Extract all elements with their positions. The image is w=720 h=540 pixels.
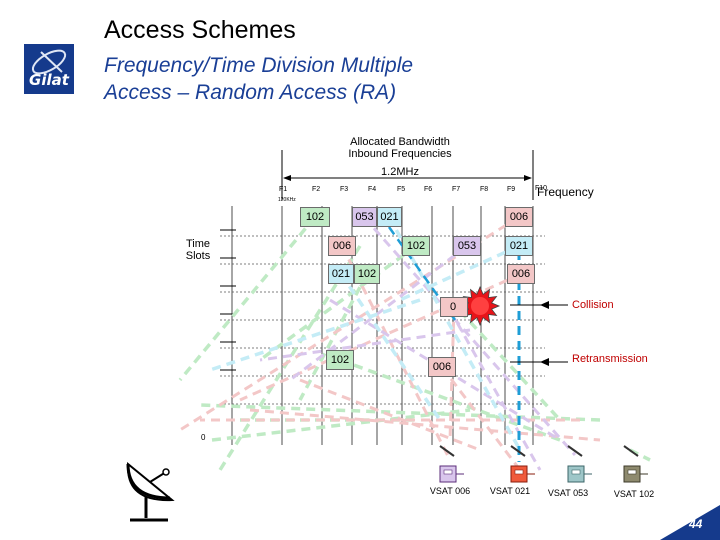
beam-3-1: [399, 244, 520, 302]
packet-102-slot3: 102: [354, 264, 380, 284]
beam-2-3: [259, 328, 471, 362]
hub-tag: 0: [201, 433, 206, 442]
beam-1-6: [249, 408, 601, 442]
collision-label: Collision: [572, 299, 614, 311]
logo-satellite-icon: [31, 49, 67, 75]
vsat-053-label: VSAT 053: [547, 488, 589, 498]
channel-label-f7: F7: [452, 186, 461, 193]
channel-label-f3: F3: [340, 186, 349, 193]
hub-dish-icon: [126, 461, 175, 522]
packet-053-slot2: 053: [453, 236, 481, 256]
subtitle-line-2: Access – Random Access (RA): [104, 81, 397, 104]
packet-102-slot2: 102: [402, 236, 430, 256]
channel-label-f10: F10: [535, 185, 548, 192]
packet-102-slot5: 102: [326, 350, 354, 370]
vsat-102-label: VSAT 102: [613, 489, 655, 499]
page-number: 44: [689, 517, 703, 531]
packet-021-slot1: 021: [377, 207, 402, 227]
beam-0-2: [258, 244, 418, 362]
vsat-2-antenna: [567, 445, 583, 457]
beam-2-0: [362, 216, 577, 456]
subtitle-line-1: Frequency/Time Division Multiple: [104, 54, 414, 77]
channel-label-f4: F4: [368, 186, 377, 193]
vsat-1-antenna: [510, 445, 526, 457]
vsat-006-label: VSAT 006: [429, 486, 471, 496]
beam-2-1: [289, 244, 468, 382]
vsat-3-screen: [627, 469, 637, 475]
bottom-band-background: [0, 505, 720, 540]
packet-006-slot3: 006: [507, 264, 535, 284]
packet-006-slot1: 006: [505, 207, 533, 227]
packet-053-slot1: 053: [352, 207, 377, 227]
logo-text: Gilat: [29, 71, 69, 89]
retransmission-label: Retransmission: [572, 353, 648, 365]
bandwidth-label-line-2: Inbound Frequencies: [348, 148, 452, 160]
vsat-0-antenna: [439, 445, 455, 457]
packet-006-slot5: 006: [428, 357, 456, 377]
collision-core: [471, 297, 489, 315]
beam-0-4: [339, 358, 561, 442]
beam-0-0: [178, 215, 317, 382]
vsat-terminals: [439, 445, 648, 483]
page-corner-tab: [660, 505, 720, 540]
vsat-3-antenna: [623, 445, 639, 457]
dish-rim: [126, 463, 171, 500]
packet-021-slot3: 021: [328, 264, 354, 284]
channel-label-f6: F6: [424, 186, 433, 193]
vsat-0-screen: [443, 469, 453, 475]
beam-0-9: [448, 298, 562, 422]
vsat-1-screen: [514, 469, 524, 475]
channel-width-label: 120KHz: [278, 197, 296, 203]
bandwidth-arrow-right: [524, 175, 532, 181]
callout-arrows: [510, 301, 568, 366]
slide-subtitle: Frequency/Time Division Multiple Access …: [104, 52, 413, 106]
channel-label-f5: F5: [397, 186, 406, 193]
bandwidth-label-line-1: Allocated Bandwidth: [350, 136, 450, 148]
bandwidth-value: 1.2MHz: [381, 166, 419, 178]
beam-0-3: [298, 273, 369, 401]
beam-3-3: [209, 298, 421, 372]
packet-006-slot2: 006: [328, 236, 356, 256]
dish-feed: [162, 468, 170, 476]
frequency-axis-label: Frequency: [537, 185, 594, 199]
channel-label-f9: F9: [507, 186, 516, 193]
packet-collided-slot4: 0: [440, 297, 468, 317]
time-axis-label-line-2: Slots: [185, 250, 211, 262]
vsat-021-label: VSAT 021: [489, 486, 531, 496]
collision-arrow-head: [540, 301, 549, 309]
slide-title: Access Schemes: [104, 16, 296, 44]
channel-label-f8: F8: [480, 186, 489, 193]
bandwidth-label: Allocated Bandwidth Inbound Frequencies: [330, 136, 470, 160]
beam-1-5: [299, 378, 481, 452]
packet-102-slot1: 102: [300, 207, 330, 227]
bottom-band: [0, 505, 720, 540]
gilat-logo: Gilat: [24, 44, 74, 94]
time-axis-label-line-1: Time: [185, 238, 211, 250]
vsat-2-screen: [571, 469, 581, 475]
beam-2-4: [448, 309, 542, 471]
channel-label-f2: F2: [312, 186, 321, 193]
retransmission-arrow-head: [540, 358, 549, 366]
packet-021-slot2: 021: [505, 236, 533, 256]
channel-label-f1: F1: [279, 186, 288, 193]
time-axis-label: Time Slots: [176, 238, 220, 262]
bandwidth-axis: [281, 150, 534, 200]
bandwidth-arrow-left: [283, 175, 291, 181]
beam-0-7: [199, 403, 601, 422]
